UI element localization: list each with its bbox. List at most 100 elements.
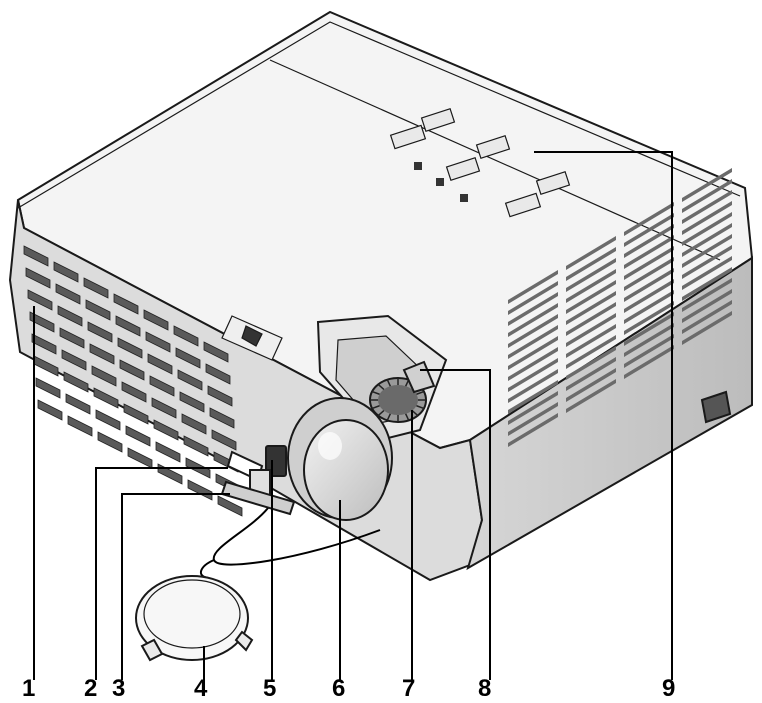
vent-slot: [508, 270, 558, 304]
vent-slot: [566, 269, 616, 303]
indicator-led: [436, 178, 444, 186]
leader-line-2: [95, 467, 228, 680]
callout-1: 1: [22, 675, 35, 698]
logo-plate: [221, 315, 283, 361]
vent-slot: [508, 281, 558, 315]
lens-cap: [135, 507, 381, 662]
leader-lines: [33, 151, 673, 680]
vent-slot: [508, 314, 558, 348]
side-vent: [508, 168, 732, 447]
vent-slot: [566, 324, 616, 358]
vent-slot: [624, 279, 674, 313]
vent-slot: [566, 335, 616, 369]
callout-6: 6: [332, 675, 345, 698]
vent-slot: [566, 291, 616, 325]
control-button: [389, 124, 427, 150]
vent-slot: [508, 347, 558, 381]
vent-slot: [508, 380, 558, 414]
vent-slot: [143, 309, 169, 331]
vent-slot: [682, 278, 732, 312]
vent-slot: [95, 409, 121, 431]
vent-slot: [508, 402, 558, 436]
vent-slot: [217, 495, 243, 517]
indicator-led: [460, 194, 468, 202]
control-panel: [389, 107, 571, 218]
control-button: [504, 192, 542, 218]
callout-2: 2: [84, 675, 97, 698]
vent-slot: [624, 301, 674, 335]
vent-slot: [566, 313, 616, 347]
vent-slot: [508, 369, 558, 403]
vent-slot: [63, 371, 89, 393]
vent-slot: [566, 379, 616, 413]
vent-slot: [53, 261, 79, 283]
vent-slot: [566, 280, 616, 314]
vent-slot: [119, 359, 145, 381]
side-panel: [466, 256, 753, 571]
vent-slot: [211, 429, 237, 451]
control-button: [535, 170, 571, 196]
vent-slot: [67, 415, 93, 437]
callout-8: 8: [478, 675, 491, 698]
callout-labels: 1 2 3 4 5 6 7 8 9: [22, 675, 675, 702]
zoom-ring-tooth: [371, 390, 380, 395]
vent-slot: [37, 399, 63, 421]
vent-slot: [29, 311, 55, 333]
vent-slot: [682, 300, 732, 334]
control-button: [420, 107, 456, 133]
zoom-ring-tooth: [411, 410, 419, 417]
leader-line-3: [121, 493, 230, 680]
vent-slot: [508, 413, 558, 447]
zoom-ring-tooth: [386, 413, 392, 421]
indicator-led: [414, 162, 422, 170]
rear-foot: [700, 390, 732, 424]
zoom-ring-tooth: [386, 379, 392, 387]
vent-slot: [682, 234, 732, 268]
vent-slot: [566, 357, 616, 391]
vent-slot: [155, 441, 181, 463]
control-button: [475, 134, 511, 160]
vent-slot: [205, 363, 231, 385]
callout-4: 4: [194, 675, 208, 698]
vent-slot: [624, 202, 674, 236]
vent-slot: [682, 223, 732, 257]
zoom-ring-tooth: [404, 413, 410, 421]
vent-slot: [624, 345, 674, 379]
vent-slot: [682, 179, 732, 213]
vent-slot: [177, 369, 203, 391]
vent-slot: [566, 247, 616, 281]
vent-slot: [508, 358, 558, 392]
leader-line-8: [420, 369, 491, 680]
vent-slot: [115, 315, 141, 337]
vent-slot: [682, 168, 732, 202]
vent-slot: [83, 277, 109, 299]
vent-slot: [508, 292, 558, 326]
vent-slot: [682, 190, 732, 224]
vent-slot: [113, 293, 139, 315]
vent-slot: [93, 387, 119, 409]
vent-slot: [624, 312, 674, 346]
vent-slot: [682, 256, 732, 290]
vent-slot: [31, 333, 57, 355]
vent-slot: [508, 303, 558, 337]
vent-slot: [566, 368, 616, 402]
vent-slot: [35, 377, 61, 399]
zoom-ring-tooth: [416, 405, 425, 410]
vent-slot: [59, 327, 85, 349]
callout-7: 7: [402, 675, 415, 698]
vent-slot: [209, 407, 235, 429]
vent-slot: [624, 334, 674, 368]
vent-slot: [187, 479, 213, 501]
vent-slot: [183, 435, 209, 457]
vent-slot: [85, 299, 111, 321]
vent-slot: [682, 245, 732, 279]
vent-slot: [624, 235, 674, 269]
vent-slot: [149, 375, 175, 397]
vent-slot: [23, 245, 49, 267]
vent-slot: [97, 431, 123, 453]
vent-slot: [91, 365, 117, 387]
vent-slot: [147, 353, 173, 375]
vent-slot: [682, 201, 732, 235]
callout-9: 9: [662, 675, 675, 698]
vent-slot: [121, 381, 147, 403]
